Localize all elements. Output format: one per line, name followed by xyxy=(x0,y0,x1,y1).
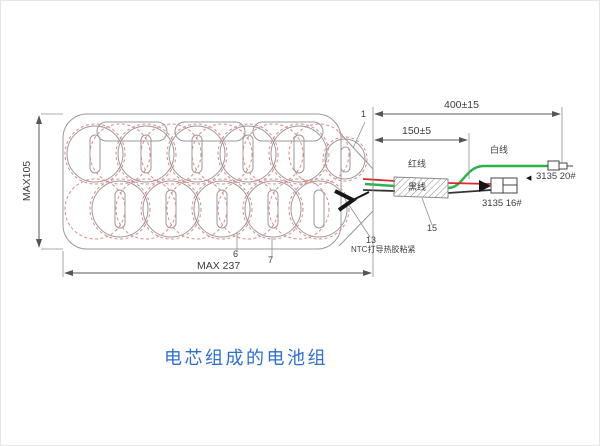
ntc-shape xyxy=(334,189,370,212)
leader-lines xyxy=(236,121,433,258)
connector-16 xyxy=(479,177,518,194)
white-wire-label: 白线 xyxy=(490,145,509,155)
connector-20 xyxy=(547,160,573,171)
callout-13-label: 13 xyxy=(366,235,377,245)
dimension-lines xyxy=(35,110,561,277)
extension-lines xyxy=(41,107,563,277)
dim-pack-length-label: MAX 237 xyxy=(197,260,241,272)
dim-total-length-label: 400±15 xyxy=(444,99,479,111)
callout-15-label: 15 xyxy=(427,223,438,233)
strip-pill xyxy=(252,121,324,142)
dim-lead-length-label: 150±5 xyxy=(402,125,432,137)
dim-pack-height-label: MAX105 xyxy=(20,160,33,202)
callout-6-label: 6 xyxy=(233,249,239,259)
callout-1-label: 1 xyxy=(361,109,367,119)
drawing-title: 电芯组成的电池组 xyxy=(164,348,328,368)
connector-16-label: 3135 16# xyxy=(482,198,522,209)
tip-cell-circle xyxy=(324,138,366,180)
callout-7-label: 7 xyxy=(268,255,274,265)
pointer-triangle-icon: ◀ xyxy=(526,175,532,182)
green-wire xyxy=(364,164,548,190)
cell-dashed-circles xyxy=(64,123,368,240)
ntc-note-label: NTC打导热胶粘紧 xyxy=(351,245,416,254)
strip-pill xyxy=(96,121,168,142)
black-wire-label: 黑线 xyxy=(408,182,427,192)
black-wire xyxy=(362,189,492,194)
strip-pill xyxy=(174,121,246,142)
cell-circles xyxy=(66,125,366,238)
wires xyxy=(362,164,548,194)
red-wire-label: 红线 xyxy=(408,159,427,169)
connector-20-label: 3135 20# xyxy=(536,171,576,182)
sleeve-hatch xyxy=(393,176,449,199)
